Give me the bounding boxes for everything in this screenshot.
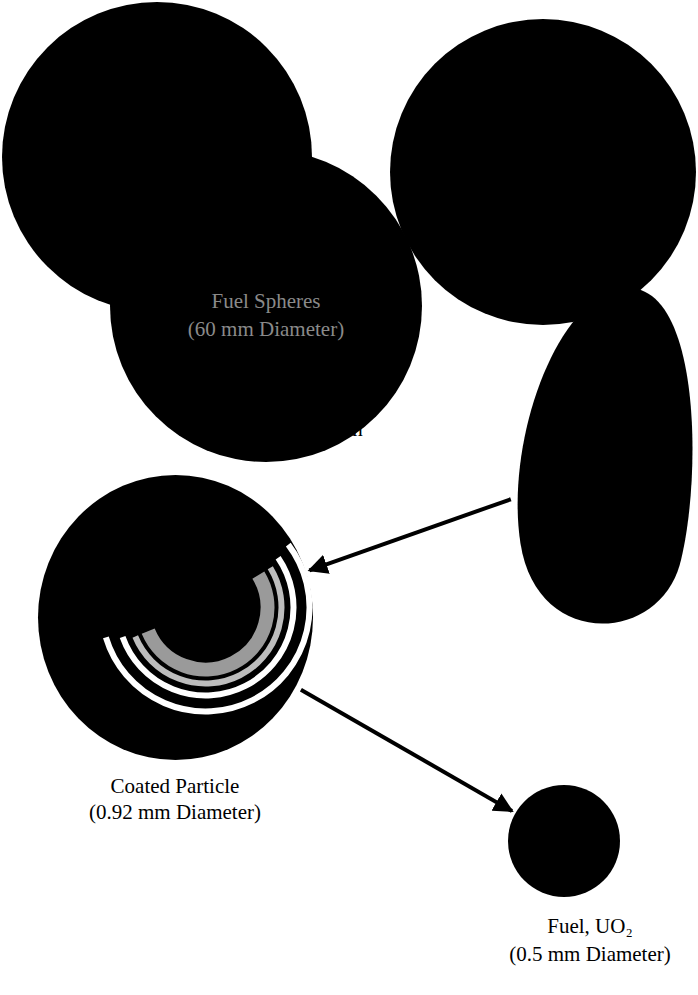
node-outline bbox=[508, 785, 620, 897]
node-label: Fuel Spheres bbox=[211, 288, 320, 314]
node-outline bbox=[38, 475, 313, 760]
diagram-node: Half Section bbox=[515, 288, 698, 643]
arrow-connector bbox=[301, 690, 512, 811]
node-label: (0.92 mm Diameter) bbox=[89, 799, 261, 825]
fuel-sphere bbox=[390, 19, 696, 325]
arrow-connector bbox=[309, 499, 510, 570]
node-label: Fuel, UO₂ bbox=[547, 913, 633, 939]
node-label: (0.5 mm Diameter) bbox=[509, 941, 671, 967]
diagram-node: Fuel Spheres(60 mm Diameter) bbox=[110, 150, 422, 462]
node-label: Coated Particle bbox=[111, 773, 240, 799]
node-outline bbox=[515, 288, 698, 643]
node-label: Half Section bbox=[257, 416, 363, 442]
diagram-node: Fuel, UO₂(0.5 mm Diameter) bbox=[508, 785, 620, 897]
diagram-node: Coated Particle(0.92 mm Diameter) bbox=[38, 475, 313, 760]
node-label: (60 mm Diameter) bbox=[188, 316, 344, 342]
